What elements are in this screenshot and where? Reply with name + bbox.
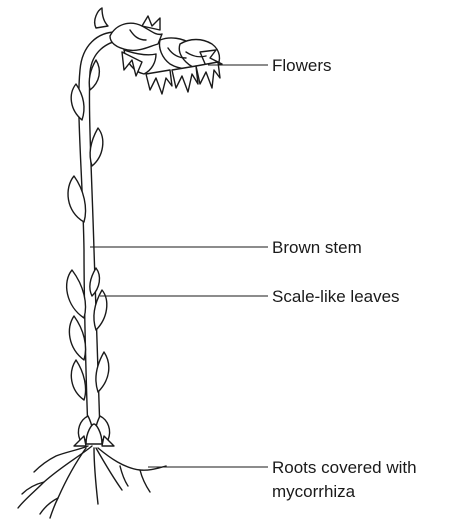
roots [18, 446, 166, 518]
roots-label-line2: mycorrhiza [272, 482, 356, 501]
stem-label: Brown stem [272, 238, 362, 257]
flowers-label: Flowers [272, 56, 332, 75]
leaves-label: Scale-like leaves [272, 287, 400, 306]
roots-label-line1: Roots covered with [272, 458, 417, 477]
flower-cluster [95, 8, 222, 94]
scale-leaves [67, 60, 109, 400]
base-bud [74, 416, 114, 446]
